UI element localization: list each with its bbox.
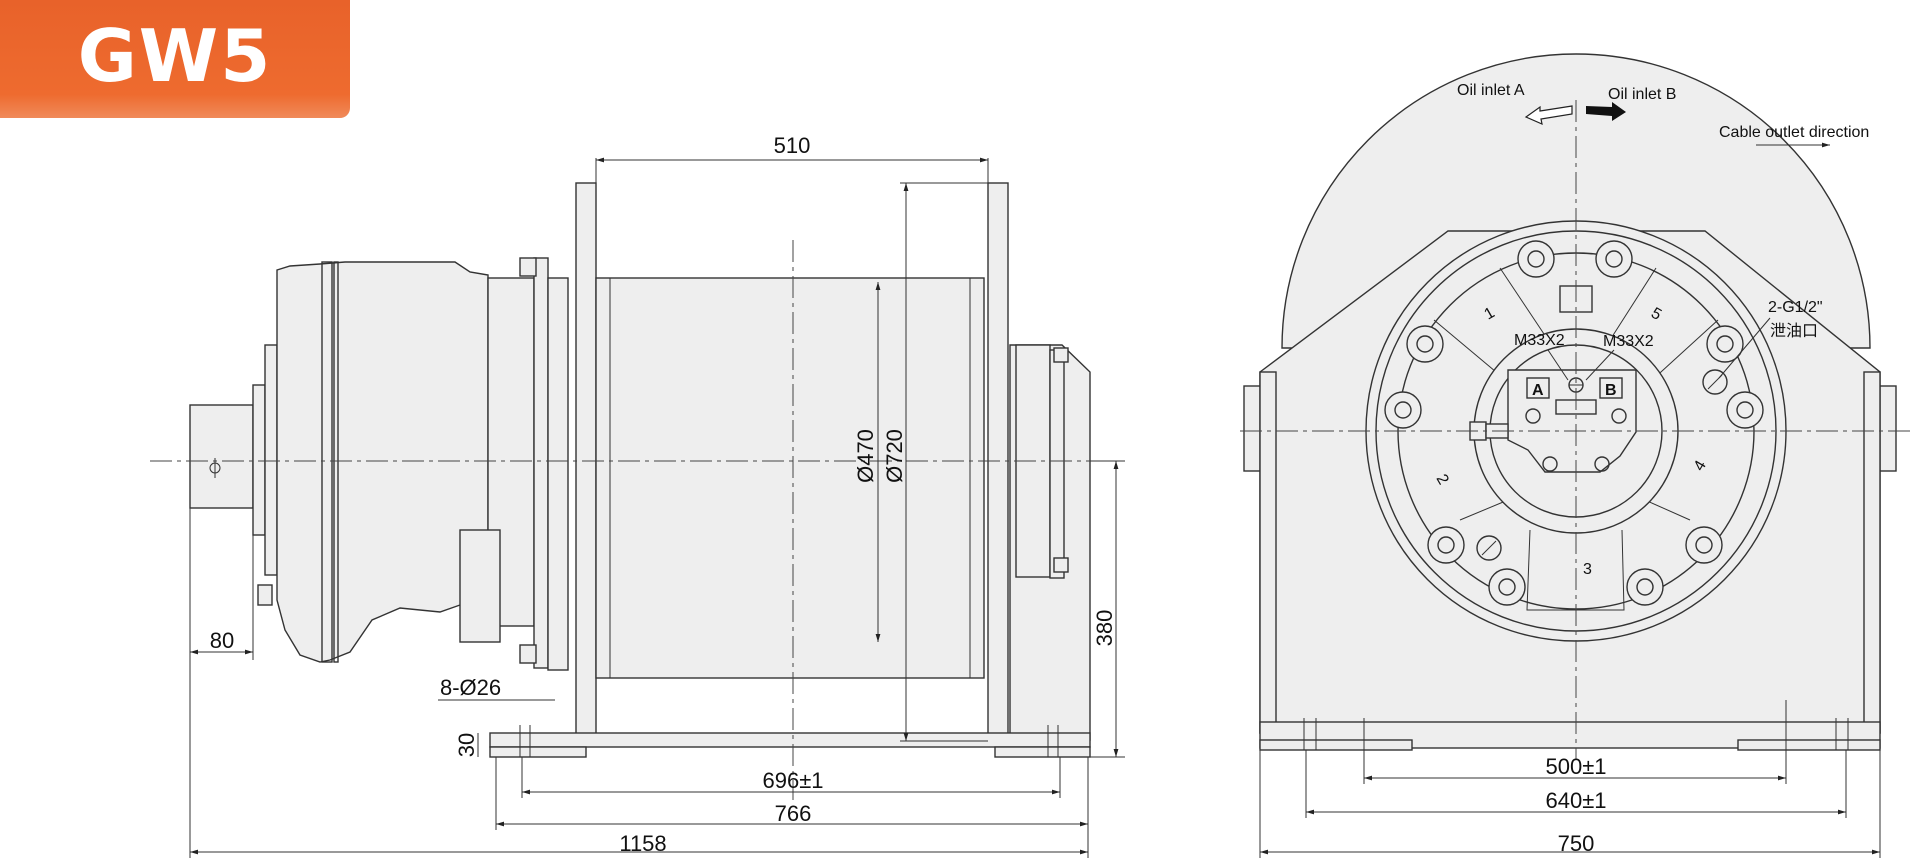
- label-drain-port: 2-G1/2": [1768, 299, 1823, 316]
- model-title: GW5: [77, 14, 273, 98]
- bolt: [1626, 568, 1664, 606]
- motor-body: [276, 261, 489, 663]
- right-lug: [1879, 385, 1897, 472]
- dim-outer-hole-span: 640±1: [1545, 788, 1606, 813]
- model-badge: GW5: [0, 0, 350, 118]
- bolt-bottom-left: [519, 644, 537, 664]
- label-port-b: B: [1605, 382, 1617, 399]
- dim-base-thickness: 30: [454, 733, 479, 757]
- label-cable-outlet: Cable outlet direction: [1719, 124, 1869, 141]
- dim-bolt-holes: 8-Ø26: [440, 675, 501, 700]
- port-b-box: [1599, 377, 1623, 399]
- bolt: [1406, 325, 1444, 363]
- bolt-top-left: [519, 257, 537, 277]
- arrow-inlet-b: [1586, 102, 1626, 121]
- motor-flange-2: [264, 344, 278, 576]
- motor-bolt: [257, 584, 273, 606]
- label-oil-inlet-b: Oil inlet B: [1608, 86, 1676, 103]
- dim-drum-width: 510: [774, 133, 811, 158]
- left-lug: [1243, 385, 1261, 472]
- label-port-b-thread: M33X2: [1603, 333, 1654, 350]
- label-port-a: A: [1532, 382, 1544, 399]
- dim-hole-span: 696±1: [762, 768, 823, 793]
- bolt-bottom-right: [1053, 557, 1069, 573]
- right-drum-flange: [987, 182, 1009, 742]
- base-plate: [489, 732, 1091, 748]
- bolt: [1427, 526, 1465, 564]
- dim-flange-diameter: Ø720: [882, 429, 907, 483]
- side-view: 510 Ø470 Ø720 380 80 8-Ø26 30 696±1 76: [150, 133, 1125, 858]
- front-view: Oil inlet A Oil inlet B Cable outlet dir…: [1240, 53, 1913, 858]
- drain-plug: [1702, 369, 1728, 395]
- dim-drum-diameter: Ø470: [853, 429, 878, 483]
- left-drum-flange: [575, 182, 597, 742]
- bolt-top-right: [1053, 347, 1069, 363]
- bolt: [1384, 391, 1422, 429]
- gearbox-foot: [459, 529, 501, 643]
- arrow-inlet-a: [1524, 105, 1573, 126]
- drain-plug: [1476, 535, 1502, 561]
- left-bearing-plate: [533, 257, 549, 669]
- label-oil-inlet-a: Oil inlet A: [1457, 82, 1525, 99]
- dim-motor-offset: 80: [210, 628, 234, 653]
- dim-overall-width: 750: [1558, 831, 1595, 856]
- label-drain-port-cn: 泄油口: [1770, 322, 1818, 340]
- bolt: [1595, 240, 1633, 278]
- bolt: [1685, 526, 1723, 564]
- bolt: [1517, 240, 1555, 278]
- drum: [595, 277, 985, 679]
- motor-ring: [321, 261, 333, 663]
- flange-bolts: [1384, 240, 1764, 606]
- bolt: [1726, 391, 1764, 429]
- label-port-a-thread: M33X2: [1514, 332, 1565, 349]
- label-segment-3: 3: [1583, 561, 1592, 578]
- dim-base-length: 766: [775, 801, 812, 826]
- dim-center-height: 380: [1092, 610, 1117, 647]
- bolt: [1488, 568, 1526, 606]
- motor-flange: [252, 384, 266, 536]
- motor-shaft-block: [189, 404, 254, 509]
- dim-overall-length: 1158: [619, 831, 666, 856]
- bolt: [1706, 325, 1744, 363]
- dim-inner-hole-span: 500±1: [1545, 754, 1606, 779]
- port-a-box: [1526, 377, 1550, 399]
